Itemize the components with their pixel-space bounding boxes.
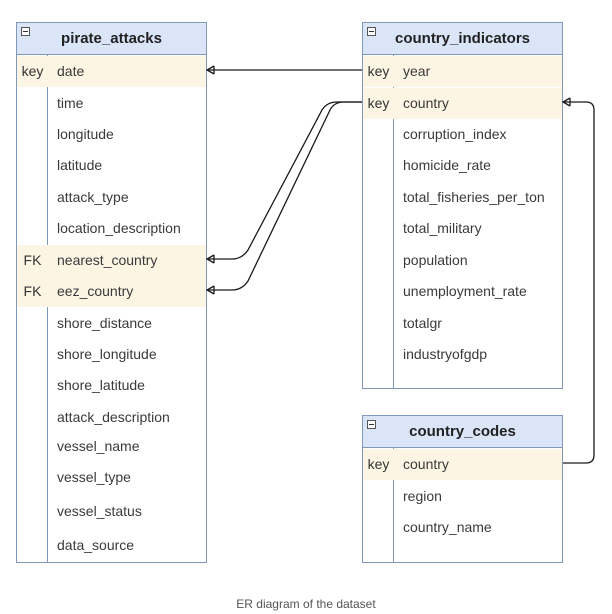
- field-name: year: [403, 63, 431, 79]
- table-header: country_codes: [363, 416, 562, 448]
- field-name: population: [403, 252, 468, 268]
- table-title: country_indicators: [394, 30, 531, 47]
- key-marker: key: [367, 95, 390, 111]
- key-marker: key: [21, 63, 44, 79]
- field-name: corruption_index: [403, 126, 507, 142]
- table-row: population: [363, 245, 562, 276]
- table-row: attack_description: [17, 402, 206, 433]
- field-name: shore_longitude: [57, 346, 157, 362]
- key-marker: FK: [23, 283, 42, 299]
- table-row: vessel_name: [17, 431, 206, 462]
- table-row: location_description: [17, 213, 206, 244]
- key-column-divider: [363, 448, 394, 562]
- crowfoot-marker: [205, 285, 215, 295]
- field-name: vessel_status: [57, 503, 142, 519]
- table-row: key country: [363, 88, 562, 119]
- table-row: shore_longitude: [17, 339, 206, 370]
- field-name: unemployment_rate: [403, 283, 527, 299]
- field-name: eez_country: [57, 283, 134, 299]
- table-row: time: [17, 88, 206, 119]
- field-name: data_source: [57, 537, 135, 553]
- field-name: attack_type: [57, 189, 129, 205]
- link-eez-country: [207, 101, 362, 291]
- field-name: country: [403, 95, 449, 111]
- crowfoot-marker: [205, 254, 215, 264]
- table-row: shore_latitude: [17, 370, 206, 401]
- crowfoot-marker: [561, 97, 571, 107]
- table-row: shore_distance: [17, 308, 206, 339]
- field-name: latitude: [57, 157, 103, 173]
- field-name: vessel_type: [57, 469, 131, 485]
- table-row: FK eez_country: [17, 276, 206, 307]
- key-marker: key: [367, 456, 390, 472]
- key-column-divider: [17, 55, 48, 562]
- collapse-icon[interactable]: [367, 420, 376, 429]
- field-name: country: [403, 456, 449, 472]
- field-name: location_description: [57, 220, 181, 236]
- table-row: key date: [17, 56, 206, 87]
- field-name: time: [57, 95, 84, 111]
- link-country-codes: [563, 101, 595, 464]
- table-pirate-attacks[interactable]: pirate_attacks key date time longitude l…: [16, 22, 207, 563]
- table-row: vessel_type: [17, 462, 206, 493]
- table-row: homicide_rate: [363, 150, 562, 181]
- table-row: total_fisheries_per_ton: [363, 182, 562, 213]
- table-country-codes[interactable]: country_codes key country region country…: [362, 415, 563, 563]
- field-name: longitude: [57, 126, 114, 142]
- field-name: homicide_rate: [403, 157, 491, 173]
- table-row: attack_type: [17, 182, 206, 213]
- collapse-icon[interactable]: [21, 27, 30, 36]
- table-row: key country: [363, 449, 562, 480]
- key-marker: FK: [23, 252, 42, 268]
- link-nearest-country: [207, 101, 362, 260]
- crowfoot-marker: [205, 65, 215, 75]
- table-row: total_military: [363, 213, 562, 244]
- key-marker: key: [367, 63, 390, 79]
- table-row: country_name: [363, 512, 562, 543]
- field-name: country_name: [403, 519, 492, 535]
- table-header: country_indicators: [363, 23, 562, 55]
- field-name: date: [57, 63, 85, 79]
- diagram-caption: ER diagram of the dataset: [236, 597, 376, 611]
- table-row: latitude: [17, 150, 206, 181]
- table-country-indicators[interactable]: country_indicators key year key country …: [362, 22, 563, 389]
- table-row: industryofgdp: [363, 339, 562, 370]
- table-header: pirate_attacks: [17, 23, 206, 55]
- field-name: shore_latitude: [57, 377, 145, 393]
- field-name: industryofgdp: [403, 346, 488, 362]
- field-name: region: [403, 488, 442, 504]
- field-name: total_military: [403, 220, 482, 236]
- field-name: shore_distance: [57, 315, 152, 331]
- field-name: nearest_country: [57, 252, 158, 268]
- table-title: pirate_attacks: [61, 30, 162, 47]
- key-column-divider: [363, 55, 394, 388]
- collapse-icon[interactable]: [367, 27, 376, 36]
- table-row: unemployment_rate: [363, 276, 562, 307]
- table-title: country_codes: [409, 423, 516, 440]
- table-row: longitude: [17, 119, 206, 150]
- table-row: region: [363, 481, 562, 512]
- field-name: total_fisheries_per_ton: [403, 189, 545, 205]
- table-row: corruption_index: [363, 119, 562, 150]
- table-row: FK nearest_country: [17, 245, 206, 276]
- table-row: totalgr: [363, 308, 562, 339]
- table-row: key year: [363, 56, 562, 87]
- table-row: data_source: [17, 530, 206, 561]
- table-row: vessel_status: [17, 496, 206, 527]
- field-name: vessel_name: [57, 438, 140, 454]
- field-name: attack_description: [57, 409, 170, 425]
- field-name: totalgr: [403, 315, 442, 331]
